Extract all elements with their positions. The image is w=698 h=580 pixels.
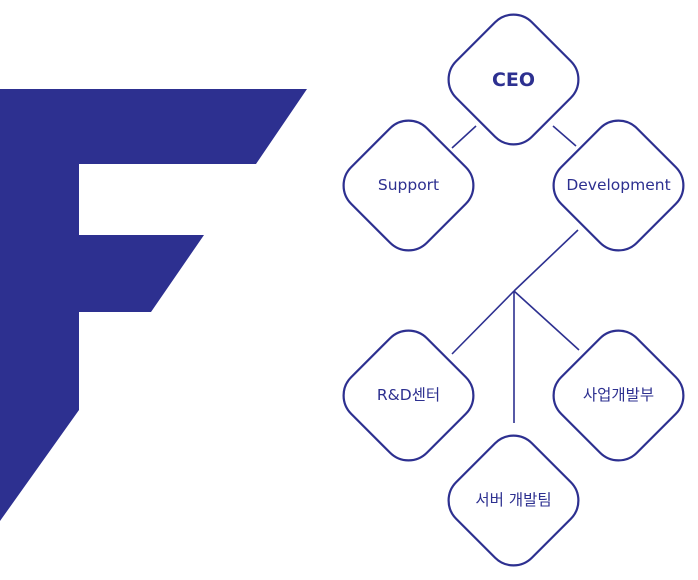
node-server-dev: 서버 개발팀 (447, 434, 580, 567)
connector-ceo-support (451, 125, 477, 149)
connectors (451, 125, 580, 423)
node-business-dev: 사업개발부 (552, 329, 685, 462)
node-rnd-center-box (342, 329, 475, 462)
node-support: Support (342, 119, 475, 252)
brand-logo-f-icon (0, 89, 307, 521)
node-development-box (552, 119, 685, 252)
node-server-dev-box (447, 434, 580, 567)
node-business-dev-box (552, 329, 685, 462)
node-development: Development (552, 119, 685, 252)
connector-junction-rnd (451, 290, 515, 355)
connector-development-junction (513, 229, 579, 292)
node-support-box (342, 119, 475, 252)
connector-junction-business (513, 290, 580, 351)
node-rnd-center: R&D센터 (342, 329, 475, 462)
node-ceo: CEO (447, 13, 580, 146)
node-server-dev-label: 서버 개발팀 (475, 491, 551, 509)
node-ceo-box (447, 13, 580, 146)
node-support-label: Support (378, 176, 439, 194)
node-rnd-center-label: R&D센터 (377, 386, 440, 404)
connector-ceo-development (552, 125, 577, 147)
node-ceo-label: CEO (492, 69, 535, 91)
node-development-label: Development (566, 176, 670, 194)
node-business-dev-label: 사업개발부 (583, 386, 654, 404)
